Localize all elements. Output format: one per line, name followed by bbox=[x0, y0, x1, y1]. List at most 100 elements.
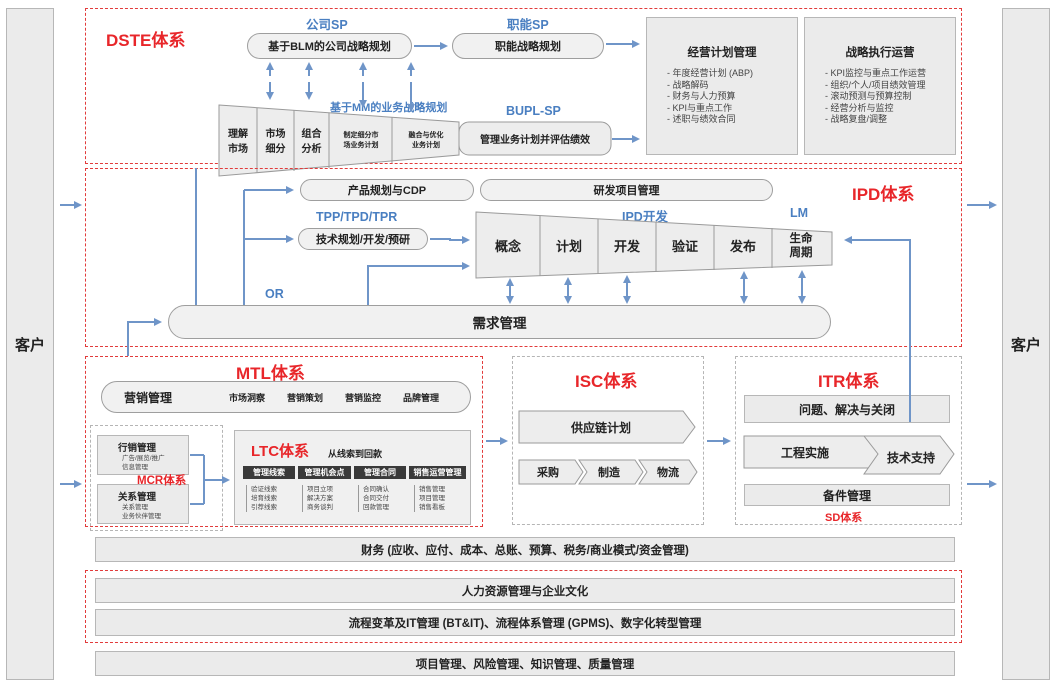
pm-bar: 项目管理、风险管理、知识管理、质量管理 bbox=[95, 651, 955, 676]
sales-mgmt-title: 行销管理 bbox=[118, 443, 157, 454]
mtl-item-monitor: 营销监控 bbox=[345, 392, 382, 403]
ltc-item: 验证线索 bbox=[251, 486, 277, 493]
ops-plan-title: 经营计划管理 bbox=[687, 47, 757, 59]
itr-arrows-shapes bbox=[743, 435, 955, 475]
product-plan-box: 产品规划与CDP bbox=[300, 179, 474, 201]
mtl-frame bbox=[85, 356, 483, 527]
ipd-title: IPD体系 bbox=[852, 185, 915, 204]
isc-frame bbox=[512, 356, 704, 525]
dste-funnel bbox=[218, 104, 612, 177]
tech-plan-box: 技术规划/开发/预研 bbox=[298, 228, 428, 250]
issue-resolution-box: 问题、解决与关闭 bbox=[744, 395, 950, 423]
funnel-segment-market: 市场 细分 bbox=[265, 129, 286, 155]
ltc-item: 合同交付 bbox=[363, 495, 389, 502]
phase-concept: 概念 bbox=[494, 238, 521, 254]
ltc-col-opportunity: 项目立项 解决方案 商务谈判 bbox=[302, 485, 352, 512]
ltc-item: 商务谈判 bbox=[307, 504, 333, 511]
hr-bar: 人力资源管理与企业文化 bbox=[95, 578, 955, 603]
mtl-item-brand: 品牌管理 bbox=[403, 392, 440, 403]
isc-shapes bbox=[518, 410, 698, 485]
dste-frame bbox=[85, 8, 962, 164]
funnel-portfolio-analysis: 组合 分析 bbox=[301, 129, 322, 155]
ltc-col-leads: 验证线索 培育线索 引荐线索 bbox=[246, 485, 296, 512]
or-label: OR bbox=[265, 287, 284, 301]
exec-item: 战略复盘/调整 bbox=[825, 114, 955, 126]
ltc-head-contract: 管理合同 bbox=[354, 466, 406, 479]
spare-parts-box: 备件管理 bbox=[744, 484, 950, 506]
blm-strategy-box: 基于BLM的公司战略规划 bbox=[247, 33, 412, 59]
ops-item: 财务与人力预算 bbox=[667, 91, 797, 103]
exec-item: 经营分析与监控 bbox=[825, 103, 955, 115]
sd-label: SD体系 bbox=[825, 512, 863, 524]
tech-support: 技术支持 bbox=[886, 450, 935, 465]
bupl-label: BUPL-SP bbox=[506, 104, 561, 118]
hr-bt-frame bbox=[85, 570, 962, 643]
relation-mgmt-item: 关系管理 bbox=[122, 504, 148, 511]
ipd-frame bbox=[85, 168, 962, 347]
ops-plan-list: 年度经营计划 (ABP) 战略解码 财务与人力预算 KPI与重点工作 述职与绩效… bbox=[667, 68, 797, 126]
isc-step-logistics: 物流 bbox=[657, 467, 679, 479]
exec-item: KPI监控与重点工作运营 bbox=[825, 68, 955, 80]
engineering-impl: 工程实施 bbox=[780, 445, 829, 460]
demand-mgmt-box: 需求管理 bbox=[168, 305, 831, 339]
ltc-item: 项目管理 bbox=[419, 495, 445, 502]
ltc-item: 回款管理 bbox=[363, 504, 389, 511]
ltc-item: 解决方案 bbox=[307, 495, 333, 502]
customer-right-bar: 客户 bbox=[1002, 8, 1050, 680]
itr-frame bbox=[735, 356, 962, 525]
phase-verify: 验证 bbox=[671, 238, 698, 254]
sales-mgmt-item: 广告/展览/推广 bbox=[122, 455, 165, 462]
mtl-item-planning: 营销策划 bbox=[287, 392, 324, 403]
dste-title: DSTE体系 bbox=[106, 31, 186, 50]
customer-left-label: 客户 bbox=[14, 336, 45, 354]
exec-ops-title: 战略执行运营 bbox=[845, 47, 915, 59]
ltc-col-contract: 合同确认 合同交付 回款管理 bbox=[358, 485, 408, 512]
mtl-item-insight: 市场洞察 bbox=[229, 392, 266, 403]
customer-right-label: 客户 bbox=[1010, 336, 1041, 354]
mcr-title: MCR体系 bbox=[137, 475, 187, 487]
manage-plan-box: 管理业务计划并评估绩效 bbox=[480, 135, 590, 146]
ops-item: KPI与重点工作 bbox=[667, 103, 797, 115]
company-sp-label: 公司SP bbox=[306, 18, 348, 32]
funnel-merge-plan: 融合与优化 业务计划 bbox=[408, 132, 444, 149]
sales-mgmt-item: 信息管理 bbox=[122, 464, 148, 471]
ltc-item: 培育线索 bbox=[251, 495, 277, 502]
rd-project-box: 研发项目管理 bbox=[480, 179, 773, 201]
isc-step-manufacture: 制造 bbox=[598, 467, 620, 479]
ltc-item: 销售看板 bbox=[419, 504, 445, 511]
ltc-head-sales-ops: 销售运营管理 bbox=[409, 466, 466, 479]
phase-develop: 开发 bbox=[613, 238, 640, 254]
exec-ops-panel: 战略执行运营 KPI监控与重点工作运营 组织/个人/项目绩效管理 滚动预测与预算… bbox=[804, 17, 956, 155]
ltc-head-leads: 管理线索 bbox=[243, 466, 295, 479]
exec-ops-list: KPI监控与重点工作运营 组织/个人/项目绩效管理 滚动预测与预算控制 经营分析… bbox=[825, 68, 955, 126]
relation-mgmt-box: 关系管理 关系管理 业务伙伴管理 bbox=[97, 484, 189, 524]
marketing-mgmt-bar: 营销管理 市场洞察 营销策划 营销监控 品牌管理 bbox=[101, 381, 471, 413]
ltc-item: 引荐线索 bbox=[251, 504, 277, 511]
ops-item: 年度经营计划 (ABP) bbox=[667, 68, 797, 80]
funnel-segment-plan: 制定细分市 场业务计划 bbox=[343, 132, 379, 149]
isc-title: ISC体系 bbox=[575, 372, 638, 391]
ltc-subtitle: 从线索到回款 bbox=[328, 449, 383, 459]
bt-it-bar: 流程变革及IT管理 (BT&IT)、流程体系管理 (GPMS)、数字化转型管理 bbox=[95, 609, 955, 636]
lm-label: LM bbox=[790, 206, 809, 220]
ltc-item: 销售管理 bbox=[419, 486, 445, 493]
funnel-understand-market: 理解 市场 bbox=[228, 129, 248, 155]
mtl-title: MTL体系 bbox=[236, 364, 305, 383]
function-sp-label: 职能SP bbox=[507, 18, 549, 32]
ipd-phase-funnel bbox=[475, 211, 833, 279]
marketing-mgmt-label: 营销管理 bbox=[124, 390, 173, 405]
phase-lifecycle: 生命 周期 bbox=[789, 233, 813, 259]
ltc-item: 项目立项 bbox=[307, 486, 333, 493]
sales-mgmt-box: 行销管理 广告/展览/推广 信息管理 bbox=[97, 435, 189, 475]
supply-chain-plan: 供应链计划 bbox=[570, 420, 631, 435]
ops-plan-panel: 经营计划管理 年度经营计划 (ABP) 战略解码 财务与人力预算 KPI与重点工… bbox=[646, 17, 798, 155]
exec-item: 滚动预测与预算控制 bbox=[825, 91, 955, 103]
ops-item: 战略解码 bbox=[667, 80, 797, 92]
tpp-label: TPP/TPD/TPR bbox=[316, 210, 398, 224]
relation-mgmt-item: 业务伙伴管理 bbox=[122, 513, 161, 520]
ltc-title: LTC体系 bbox=[251, 443, 310, 460]
phase-release: 发布 bbox=[729, 238, 756, 254]
ltc-col-sales-ops: 销售管理 项目管理 销售看板 bbox=[414, 485, 464, 512]
ltc-head-opportunity: 管理机会点 bbox=[298, 466, 351, 479]
